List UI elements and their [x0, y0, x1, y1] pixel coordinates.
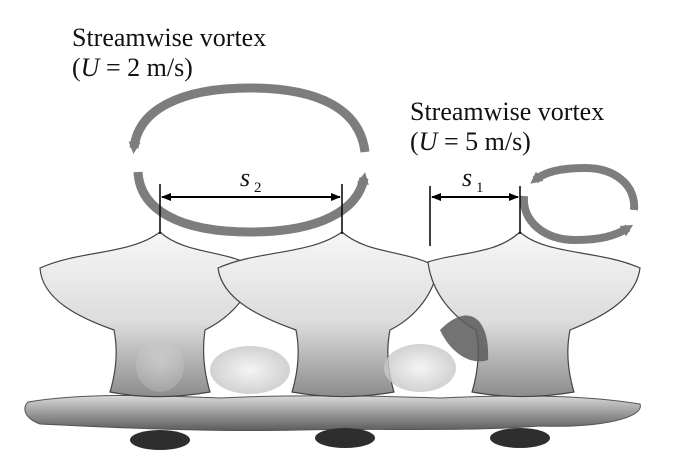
roughness-element-right — [384, 231, 641, 398]
s2-subscript: 2 — [254, 180, 262, 196]
s2-symbol: s — [240, 163, 250, 192]
circular-arrow-icon — [128, 83, 370, 154]
dimension-s1: s 1 — [429, 163, 521, 246]
label-vortex-right-title: Streamwise vortex — [410, 97, 604, 126]
label-vortex-left: Streamwise vortex (U = 2 m/s) — [72, 23, 266, 82]
vortex-left — [128, 83, 370, 237]
dimension-s2: s 2 — [159, 163, 343, 234]
base-plate — [24, 395, 641, 450]
circular-arrow-icon — [133, 171, 369, 237]
label-vortex-right: Streamwise vortex (U = 5 m/s) — [410, 97, 604, 156]
roughness-element-left — [39, 231, 256, 398]
vortex-right — [519, 163, 639, 245]
s1-symbol: s — [462, 163, 472, 192]
circular-arrow-icon — [530, 163, 639, 211]
circular-arrow-icon — [519, 195, 634, 245]
label-vortex-left-speed: (U = 2 m/s) — [72, 53, 193, 82]
label-vortex-left-title: Streamwise vortex — [72, 23, 266, 52]
s1-subscript: 1 — [476, 180, 484, 196]
label-vortex-right-speed: (U = 5 m/s) — [410, 127, 531, 156]
